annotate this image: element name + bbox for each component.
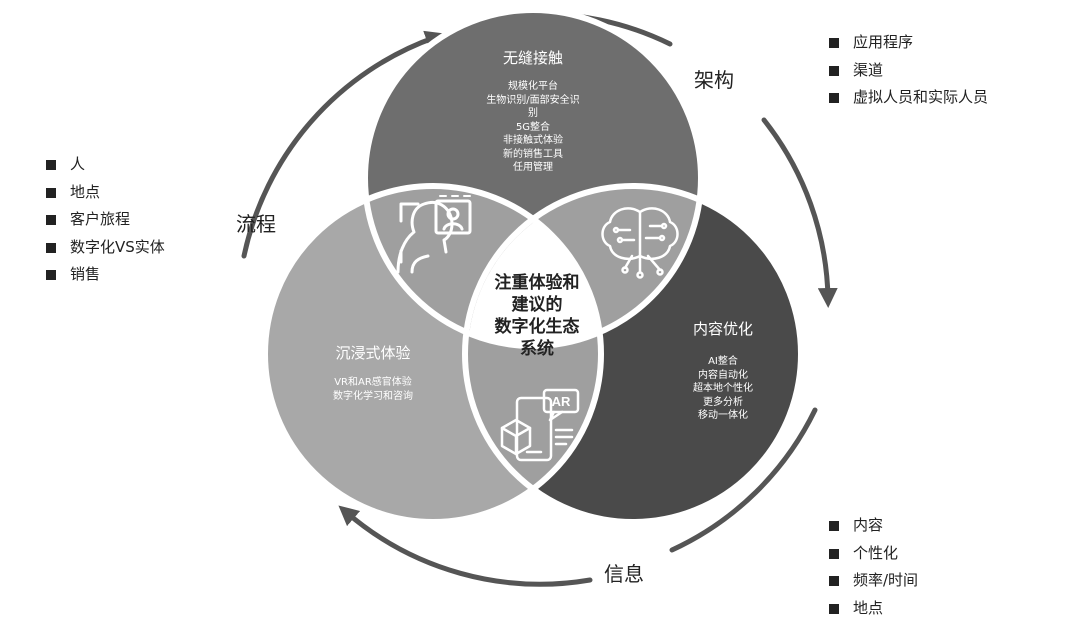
bullet-square-icon <box>829 521 839 531</box>
right-circle-list: AI整合 内容自动化 超本地个性化 更多分析 移动一体化 <box>668 355 778 423</box>
left-list: 人 地点 客户旅程 数字化VS实体 销售 <box>46 151 165 289</box>
arrow-right <box>761 117 838 308</box>
cycle-label-process: 流程 <box>236 212 276 236</box>
list-item: 规模化平台 <box>508 81 558 92</box>
list-item: 个性化 <box>829 540 918 568</box>
arc-bottom-right <box>669 407 818 553</box>
center-title: 注重体验和 建议的 数字化生态 系统 <box>462 272 612 360</box>
list-item: 移动一体化 <box>698 410 748 421</box>
bullet-square-icon <box>46 270 56 280</box>
list-item: 生物识别/面部安全识 <box>486 94 580 106</box>
list-item: 地点 <box>46 179 165 207</box>
list-item: AI整合 <box>708 356 738 367</box>
list-item: 客户旅程 <box>46 206 165 234</box>
list-item: 数字化VS实体 <box>46 234 165 262</box>
right-circle-title: 内容优化 <box>692 320 753 338</box>
ar-badge: AR <box>552 394 571 409</box>
bullet-square-icon <box>829 65 839 76</box>
cycle-label-information: 信息 <box>604 562 644 586</box>
list-item: 虚拟人员和实际人员 <box>829 84 988 112</box>
bullet-square-icon <box>829 38 839 48</box>
top-circle-title: 无缝接触 <box>502 49 563 67</box>
arrow-top-left <box>241 30 446 259</box>
top-right-list: 应用程序 渠道 虚拟人员和实际人员 <box>829 29 988 112</box>
top-circle-list: 规模化平台 生物识别/面部安全识 别 5G整合 非接触式体验 新的销售工具 任用… <box>463 80 603 175</box>
center-title-line: 系统 <box>520 339 554 359</box>
list-item: 超本地个性化 <box>693 383 753 394</box>
left-circle-list: VR和AR感官体验 数字化学习和咨询 <box>308 376 438 403</box>
bullet-square-icon <box>46 187 56 198</box>
bullet-square-icon <box>46 242 56 253</box>
list-item: 地点 <box>829 595 918 623</box>
list-item: 销售 <box>46 261 165 289</box>
bullet-square-icon <box>829 93 839 103</box>
bullet-square-icon <box>829 548 839 559</box>
cycle-label-architecture: 架构 <box>694 68 734 92</box>
ar-phone-icon <box>500 388 580 462</box>
list-item: 任用管理 <box>513 162 553 173</box>
list-item: 数字化学习和咨询 <box>333 390 413 402</box>
arrow-bottom-left <box>338 505 593 587</box>
list-item: 内容自动化 <box>698 369 748 381</box>
bullet-square-icon <box>46 215 56 225</box>
list-item: 非接触式体验 <box>503 135 563 146</box>
center-title-line: 数字化生态 <box>494 317 580 337</box>
list-item: 新的销售工具 <box>503 148 563 160</box>
face-recognition-icon <box>396 195 472 274</box>
list-item: 渠道 <box>829 57 988 85</box>
bullet-square-icon <box>829 603 839 614</box>
center-title-line: 建议的 <box>511 295 563 315</box>
bottom-right-list: 内容 个性化 频率/时间 地点 <box>829 512 918 622</box>
bullet-square-icon <box>829 576 839 586</box>
list-item: 频率/时间 <box>829 567 918 595</box>
list-item: VR和AR感官体验 <box>334 377 412 388</box>
center-title-line: 注重体验和 <box>494 273 580 293</box>
left-circle-title: 沉浸式体验 <box>335 344 411 362</box>
brain-circuit-icon <box>601 207 679 279</box>
list-item: 5G整合 <box>515 121 551 133</box>
list-item: 人 <box>46 151 165 179</box>
list-item: 内容 <box>829 512 918 540</box>
bullet-square-icon <box>46 160 56 170</box>
list-item: 应用程序 <box>829 29 988 57</box>
center-region <box>468 189 601 346</box>
list-item: 别 <box>528 108 538 119</box>
list-item: 更多分析 <box>703 396 743 408</box>
